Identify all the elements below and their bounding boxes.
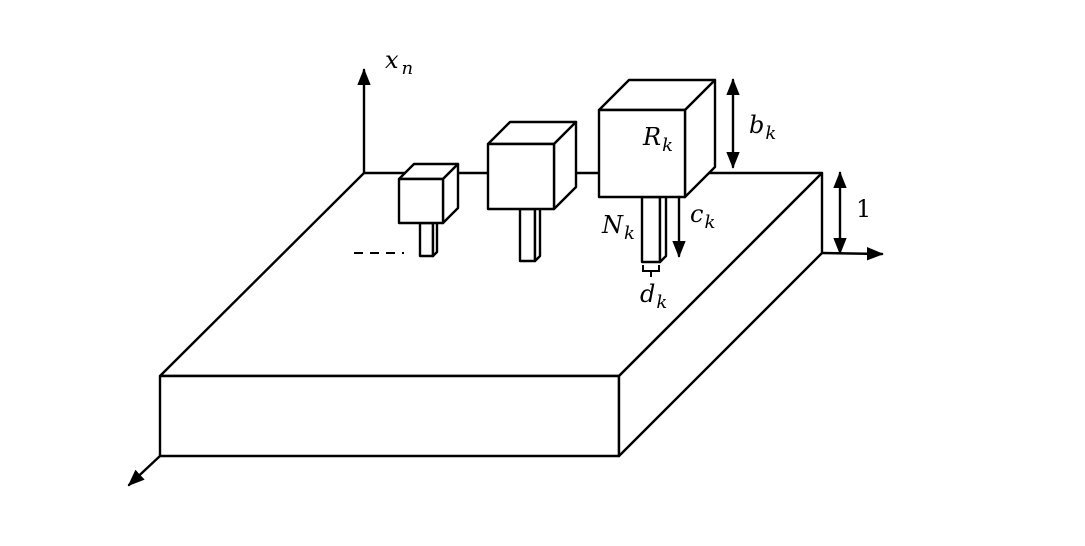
dk-label: dk	[640, 280, 667, 313]
large-pin-side	[658, 189, 668, 264]
dk-bracket	[642, 265, 660, 277]
bk-label: bk	[749, 111, 776, 144]
nk-label: Nk	[601, 211, 635, 244]
slab-front-face	[158, 374, 621, 458]
small-pin-front	[418, 221, 435, 258]
medium-cube-front	[486, 142, 556, 211]
small-cube-front	[397, 177, 445, 225]
depth-axis	[127, 454, 162, 487]
medium-pin-side	[533, 202, 542, 263]
medium-cube-with-pin	[486, 120, 578, 263]
horizontal-axis	[820, 247, 884, 261]
large-pin-front	[640, 195, 662, 264]
small-pin-side	[431, 217, 439, 258]
thickness-label: 1	[856, 195, 871, 223]
slab	[158, 171, 824, 458]
rk-label: Rk	[642, 123, 673, 156]
small-cube-with-pin	[397, 162, 460, 258]
ck-label: ck	[690, 200, 715, 233]
medium-pin-front	[518, 207, 537, 263]
large-cube-front	[597, 108, 687, 199]
large-cube-with-pin	[597, 78, 717, 264]
